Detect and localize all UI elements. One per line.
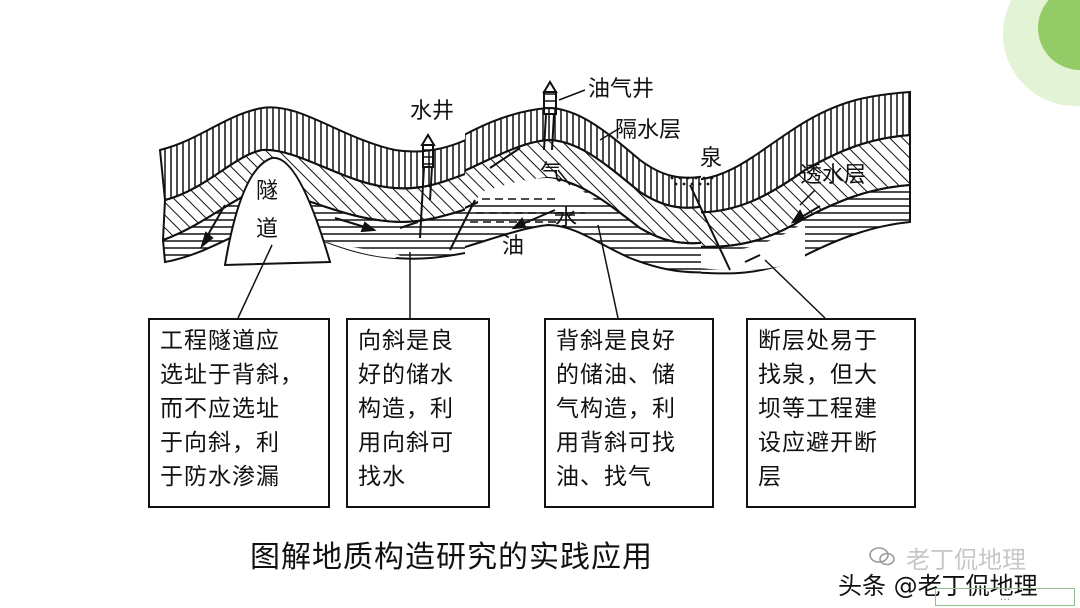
chat-bubble-icon (869, 547, 895, 566)
oil-gas-well-icon (542, 80, 558, 151)
box-line: 构造，利 (358, 396, 454, 422)
watermark-faded-name: 老丁侃地理 (906, 546, 1026, 574)
label-oil: 油 (502, 234, 524, 259)
right-strata-block (701, 90, 911, 275)
watermark-stamp: ... (935, 588, 1075, 606)
label-oil-gas-well: 油气井 (588, 77, 654, 102)
label-water-well: 水井 (410, 99, 454, 124)
corner-accent-dark (1038, 0, 1080, 70)
box-line: 设应避开断 (758, 430, 878, 456)
box-line: 坝等工程建 (758, 396, 878, 422)
label-aquiclude: 隔水层 (615, 118, 681, 143)
watermark-credit: 头条 @老丁侃地理 (838, 572, 1038, 600)
label-tunnel-1: 隧 (256, 179, 278, 204)
label-water: 水 (555, 206, 577, 231)
box-syncline-water: 向斜是良 好的储水 构造，利 用向斜可 找水 (346, 318, 490, 508)
box-line: 找泉，但大 (758, 362, 878, 388)
label-spring: 泉 (700, 146, 722, 171)
spring-dots (670, 176, 714, 186)
box-anticline-oil-gas: 背斜是良好 的储油、储 气构造，利 用背斜可找 油、找气 (544, 318, 714, 508)
box-line: 而不应选址 (160, 396, 280, 422)
label-aquifer: 透水层 (800, 163, 866, 188)
box-line: 于向斜，利 (160, 430, 280, 456)
box-line: 找水 (358, 464, 406, 490)
fault-line-west (449, 199, 476, 251)
box-line: 油、找气 (556, 464, 652, 490)
figure-caption: 图解地质构造研究的实践应用 (250, 540, 653, 575)
box-line: 背斜是良好 (556, 328, 676, 354)
box-line: 工程隧道应 (160, 328, 280, 354)
fault-line-east (689, 184, 731, 271)
box-line: 层 (758, 464, 782, 490)
box-line: 于防水渗漏 (160, 464, 280, 490)
box-line: 向斜是良 (358, 328, 454, 354)
box-line: 用背斜可找 (556, 430, 676, 456)
flow-arrows (200, 204, 821, 263)
tunnel-arch (223, 156, 332, 267)
leader-lines (237, 89, 826, 319)
box-line: 用向斜可 (358, 430, 454, 456)
box-line: 的储油、储 (556, 362, 676, 388)
box-line: 好的储水 (358, 362, 454, 388)
box-line: 选址于背斜， (160, 362, 304, 388)
water-well-icon (419, 133, 436, 239)
label-gas: 气 (540, 161, 562, 186)
box-fault-spring: 断层处易于 找泉，但大 坝等工程建 设应避开断 层 (746, 318, 916, 508)
label-tunnel-2: 道 (256, 217, 278, 242)
box-line: 气构造，利 (556, 396, 676, 422)
box-tunnel-anticline: 工程隧道应 选址于背斜， 而不应选址 于向斜，利 于防水渗漏 (148, 318, 330, 508)
box-line: 断层处易于 (758, 328, 878, 354)
